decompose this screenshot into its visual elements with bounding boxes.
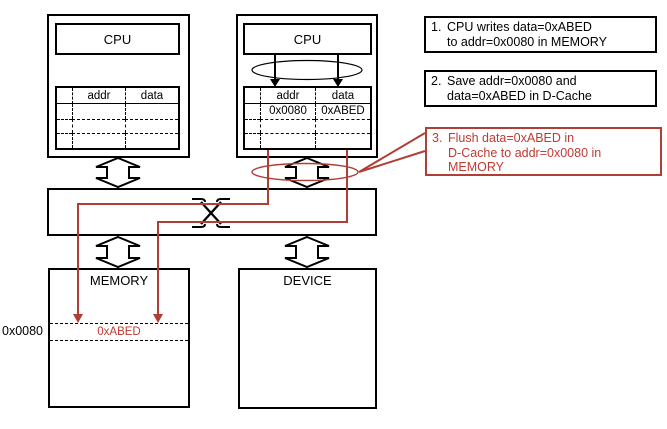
step-1-line-1: CPU writes data=0xABED [447, 20, 592, 34]
cache-right-cell-data-2 [315, 133, 370, 148]
cpu-left-bus-arrow-icon [95, 156, 141, 189]
memory-addr-side-label: 0x0080 [2, 324, 44, 338]
cpu-right-dcache-table: addr data 0x0080 0xABED [243, 86, 372, 150]
memory-label: MEMORY [89, 273, 149, 288]
cache-left-header-data: data [125, 88, 178, 104]
cpu-right-title-box: CPU [243, 23, 372, 55]
cache-left-cell-data-1 [125, 118, 178, 134]
step-3-callout-box: 3. Flush data=0xABED in D-Cache to addr=… [425, 127, 662, 176]
cache-right-cell-addr-2 [260, 133, 315, 148]
step-2-callout-box: 2. Save addr=0x0080 and data=0xABED in D… [424, 70, 657, 107]
cache-left-corner-cell [57, 88, 72, 104]
cache-left-cell-addr-2 [72, 133, 125, 148]
cache-right-cell-data-1 [315, 118, 370, 134]
step-2-line-1: Save addr=0x0080 and [447, 74, 577, 88]
cpu-right-bus-arrow-icon [284, 156, 330, 189]
step-3-line-2: D-Cache to addr=0x0080 in [448, 145, 602, 160]
step-3-line-3: MEMORY [448, 160, 505, 174]
cache-left-cell-data-0 [125, 104, 178, 119]
bus-memory-arrow-icon [95, 235, 141, 269]
cache-left-header-addr: addr [72, 88, 125, 104]
flush-highlight-ellipse [251, 162, 359, 182]
step-3-number: 3. [432, 131, 443, 145]
step-1-line-2: to addr=0x0080 in MEMORY [447, 34, 607, 49]
device-label: DEVICE [283, 273, 332, 288]
system-bus-box [47, 188, 377, 236]
step-1-number: 1. [431, 20, 442, 34]
cpu-left-cache-table: addr data [55, 86, 180, 150]
cache-right-cell-data-0: 0xABED [315, 104, 370, 119]
memory-row-0x0080: 0xABED [50, 323, 188, 341]
cpu-left-label: CPU [103, 31, 132, 47]
cache-right-cell-addr-1 [260, 118, 315, 134]
memory-box: MEMORY 0xABED [48, 268, 190, 408]
cache-left-cell-addr-0 [72, 104, 125, 119]
memory-data-value: 0xABED [97, 326, 141, 338]
cache-right-header-addr: addr [260, 88, 315, 104]
device-box: DEVICE [238, 268, 377, 409]
step-2-number: 2. [431, 74, 442, 88]
cache-left-cell-data-2 [125, 133, 178, 148]
step-2-line-2: data=0xABED in D-Cache [447, 88, 592, 103]
cache-left-cell-addr-1 [72, 118, 125, 134]
cpu-right-label: CPU [293, 31, 322, 47]
cache-right-corner-cell [245, 88, 260, 104]
cache-right-cell-addr-0: 0x0080 [260, 104, 315, 119]
bus-device-arrow-icon [284, 235, 330, 269]
step-3-line-1: Flush data=0xABED in [448, 131, 575, 145]
step-1-callout-box: 1. CPU writes data=0xABED to addr=0x0080… [424, 16, 657, 53]
cache-right-header-data: data [315, 88, 370, 104]
cpu-left-title-box: CPU [55, 23, 180, 55]
